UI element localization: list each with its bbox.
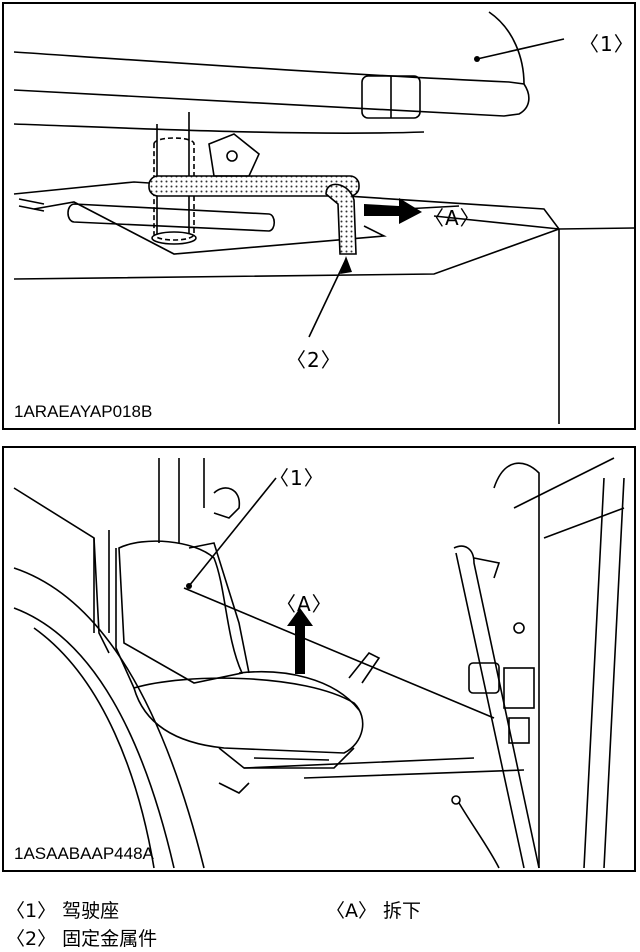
figure-2-code: 1ASAABAAP448A [14, 844, 154, 863]
fixing-bracket [325, 183, 357, 255]
callout-remove-label: 〈A〉 [424, 206, 481, 230]
legend-item-seat: 〈1〉 驾驶座 [6, 900, 120, 922]
base-plate [13, 181, 560, 424]
legend-item-bracket: 〈2〉 固定金属件 [6, 928, 158, 950]
seat-backrest [118, 540, 244, 684]
callout-seat-label: 〈1〉 [269, 466, 325, 490]
callout-seat-label: 〈1〉 [579, 32, 635, 56]
figure-2-seat-removal: 〈1〉 〈A〉 1ASAABAAP448A [2, 446, 636, 872]
seat-outline [13, 51, 530, 117]
seat-cushion [133, 677, 364, 754]
legend-item-remove: 〈A〉 拆下 [326, 900, 422, 922]
figure-1-seat-bracket: 〈1〉 〈2〉 〈A〉 1ARAEAYAP018B [2, 2, 636, 430]
callout-bracket-label: 〈2〉 [286, 348, 342, 372]
lift-arrow-icon [287, 608, 313, 674]
figure-1-drawing [13, 11, 634, 424]
figure-2-drawing [13, 457, 625, 869]
removal-arrow-icon [364, 198, 422, 224]
figure-1-code: 1ARAEAYAP018B [14, 402, 153, 421]
callout-remove-label: 〈A〉 [276, 592, 333, 616]
